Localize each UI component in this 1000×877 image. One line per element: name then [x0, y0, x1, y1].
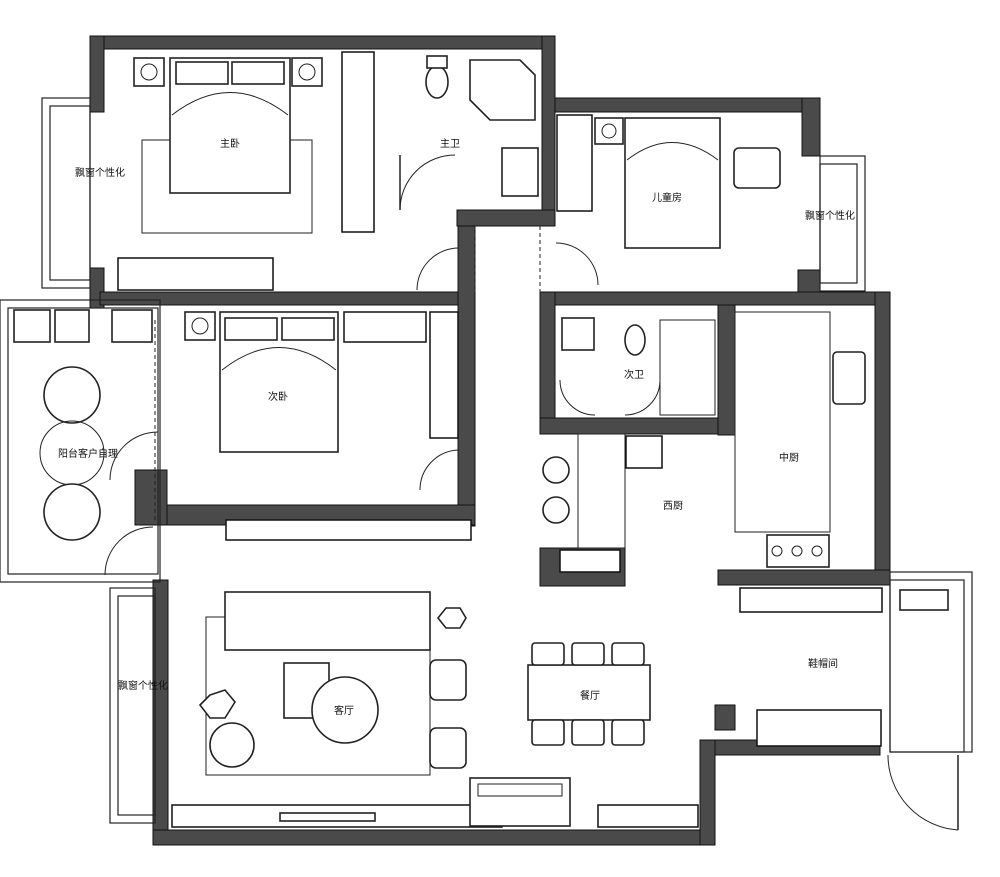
label-master-bedroom: 主卧 [220, 137, 240, 150]
label-bay-window-2: 飘窗个性化 [805, 209, 855, 222]
furniture [13, 51, 949, 828]
doors [104, 154, 959, 831]
label-chinese-kitchen: 中厨 [779, 451, 799, 464]
room-labels: 主卧 主卫 儿童房 飘窗个性化 飘窗个性化 飘窗个性化 次卧 次卫 阳台客户自理… [58, 137, 855, 717]
walls [89, 35, 891, 846]
label-balcony: 阳台客户自理 [58, 447, 118, 460]
label-western-kitchen: 西厨 [663, 500, 683, 512]
windows [0, 97, 973, 824]
label-living-room: 客厅 [334, 704, 354, 717]
label-bay-window-3: 飘窗个性化 [118, 679, 168, 692]
label-kids-room: 儿童房 [652, 191, 682, 204]
label-cloakroom: 鞋帽间 [808, 657, 838, 670]
label-bay-window-1: 飘窗个性化 [75, 166, 125, 179]
label-second-bedroom: 次卧 [268, 390, 288, 403]
label-master-bath: 主卫 [440, 138, 460, 150]
label-second-bath: 次卫 [624, 368, 644, 381]
label-dining-room: 餐厅 [580, 689, 600, 702]
